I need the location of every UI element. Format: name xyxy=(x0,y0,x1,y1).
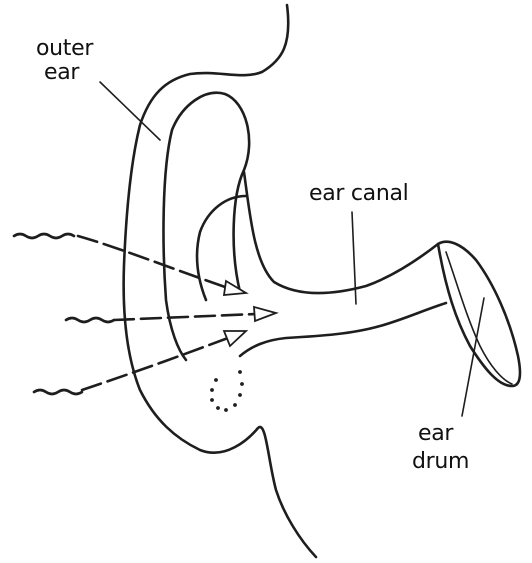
sound-wave-middle-dashed xyxy=(114,314,256,320)
ear-drum-label-line2: drum xyxy=(412,451,469,473)
arc-dot xyxy=(216,406,220,410)
ear-drum-label-line1: ear xyxy=(418,423,453,445)
sound-wave-middle-arrowhead xyxy=(254,307,276,321)
outer-ear-outline xyxy=(124,5,316,557)
outer-ear-label-line1: outer xyxy=(36,38,93,60)
outer-ear-leader xyxy=(100,82,160,140)
ear-drum-inner xyxy=(446,252,512,384)
ear-canal-label: ear canal xyxy=(309,183,408,205)
sound-wave-lower xyxy=(34,390,82,394)
arc-dot xyxy=(238,370,242,374)
sound-wave-middle xyxy=(66,318,114,322)
dotted-arc xyxy=(210,370,244,412)
outer-ear-label-line2: ear xyxy=(44,62,79,84)
sound-wave-upper xyxy=(14,234,74,238)
sound-wave-upper-dashed xyxy=(78,236,228,288)
arc-dot xyxy=(233,403,237,407)
arc-dot xyxy=(214,378,218,382)
sound-wave-lower-dashed xyxy=(82,338,228,390)
arc-dot xyxy=(240,382,244,386)
arc-dot xyxy=(210,398,214,402)
helix-fold xyxy=(164,93,250,360)
arc-dot xyxy=(224,408,228,412)
sound-wave-upper-arrowhead xyxy=(224,281,246,295)
arc-dot xyxy=(210,388,214,392)
arc-dot xyxy=(238,393,242,397)
sound-wave-lower-arrowhead xyxy=(224,331,246,346)
ear-drum-leader xyxy=(462,298,484,416)
